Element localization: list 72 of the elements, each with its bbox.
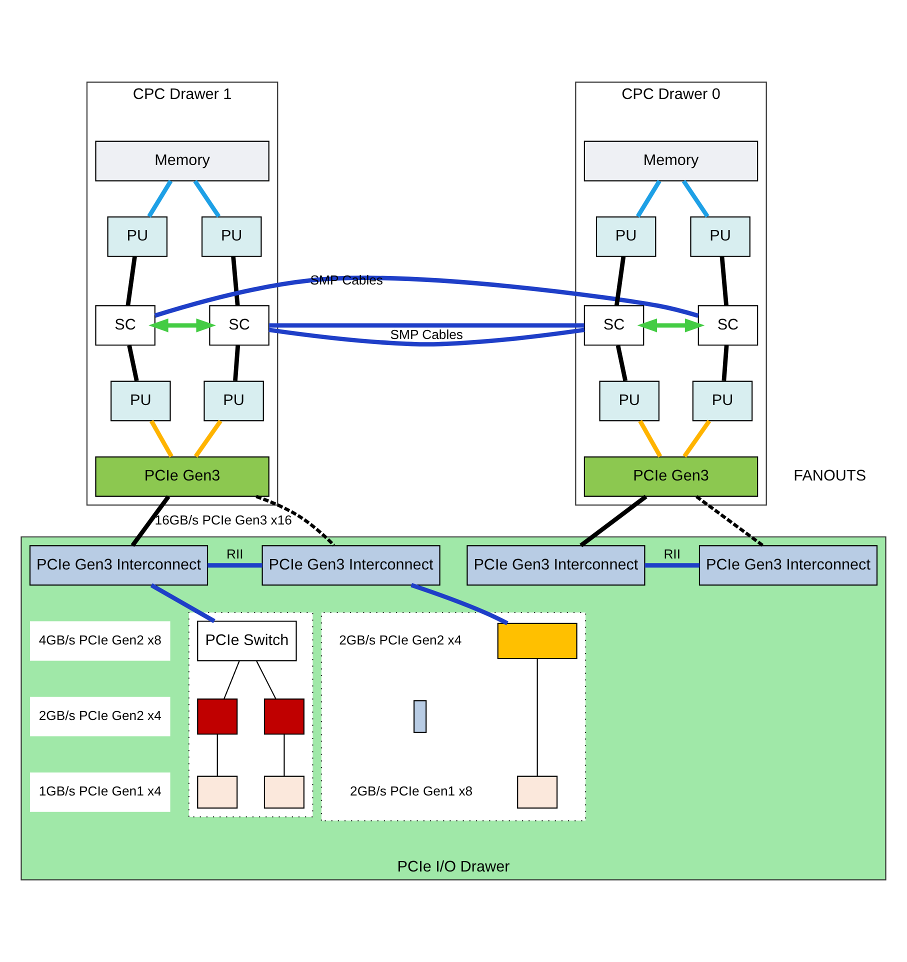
node-box: PU (692, 380, 753, 422)
node-box: PU (107, 216, 168, 257)
connector (127, 344, 139, 382)
node-box (517, 776, 558, 809)
edge-label: 16GB/s PCIe Gen3 x16 (154, 512, 292, 528)
connector (638, 420, 662, 458)
node-box (197, 776, 238, 809)
connector (284, 734, 285, 776)
connector (256, 494, 336, 546)
connector (194, 420, 222, 458)
connector (231, 256, 240, 306)
connector (154, 276, 699, 318)
connector (256, 660, 276, 700)
node-box: PCIe Gen3 Interconnect (466, 545, 646, 586)
node-box: Memory (584, 140, 758, 182)
node-box: PU (599, 380, 660, 422)
connector (150, 583, 216, 624)
node-box: SC (209, 305, 270, 346)
cluster (188, 612, 314, 818)
connector (616, 344, 628, 382)
connector (682, 180, 710, 218)
connector (636, 180, 662, 218)
node-box: PCIe Switch (197, 620, 297, 662)
label: 2GB/s PCIe Gen2 x4 (339, 632, 462, 648)
connector (614, 256, 626, 306)
connector (233, 345, 240, 381)
node-box: PCIe Gen3 (584, 456, 758, 497)
label: 1GB/s PCIe Gen1 x4 (38, 784, 162, 799)
connector (720, 256, 728, 306)
cluster (320, 612, 586, 822)
node-box: PCIe Gen3 (95, 456, 270, 497)
node-box: PCIe Gen3 Interconnect (698, 545, 878, 586)
edge-label: RII (664, 546, 680, 562)
connector (208, 563, 262, 568)
node-box: PU (204, 380, 264, 422)
node-box: PCIe Gen3 Interconnect (29, 545, 208, 586)
connector (149, 420, 174, 458)
label: 4GB/s PCIe Gen2 x8 (38, 632, 162, 648)
node-box: Memory (95, 140, 270, 182)
node-box: SC (95, 305, 156, 346)
connector (682, 420, 712, 458)
node-box: PU (201, 216, 262, 257)
connector (147, 180, 173, 218)
node-box (264, 698, 304, 735)
arrow (148, 318, 216, 332)
node-box (264, 776, 304, 809)
connector (410, 583, 508, 626)
node-box: SC (584, 305, 644, 346)
node-box (414, 700, 427, 734)
label: 2GB/s PCIe Gen2 x4 (38, 708, 162, 723)
node-box: PU (110, 380, 171, 422)
node-box: SC (698, 305, 758, 346)
edge-label: RII (226, 546, 244, 562)
node-box: PU (596, 216, 656, 257)
label: FANOUTS (794, 468, 866, 485)
arrow (637, 318, 705, 332)
connector (580, 494, 648, 548)
edge-label: SMP Cables (390, 327, 464, 342)
node-box (497, 622, 578, 660)
label: 2GB/s PCIe Gen1 x8 (350, 784, 473, 799)
node-box (197, 698, 238, 735)
connector (268, 323, 585, 347)
connector (224, 660, 240, 700)
connector (536, 658, 538, 776)
connector (216, 734, 218, 776)
node-box: PU (690, 216, 750, 257)
node-box: PCIe Gen3 Interconnect (262, 545, 440, 586)
connector (722, 345, 729, 381)
connector (193, 180, 221, 218)
connector (130, 495, 170, 547)
connector (644, 563, 700, 568)
connector (126, 256, 137, 306)
